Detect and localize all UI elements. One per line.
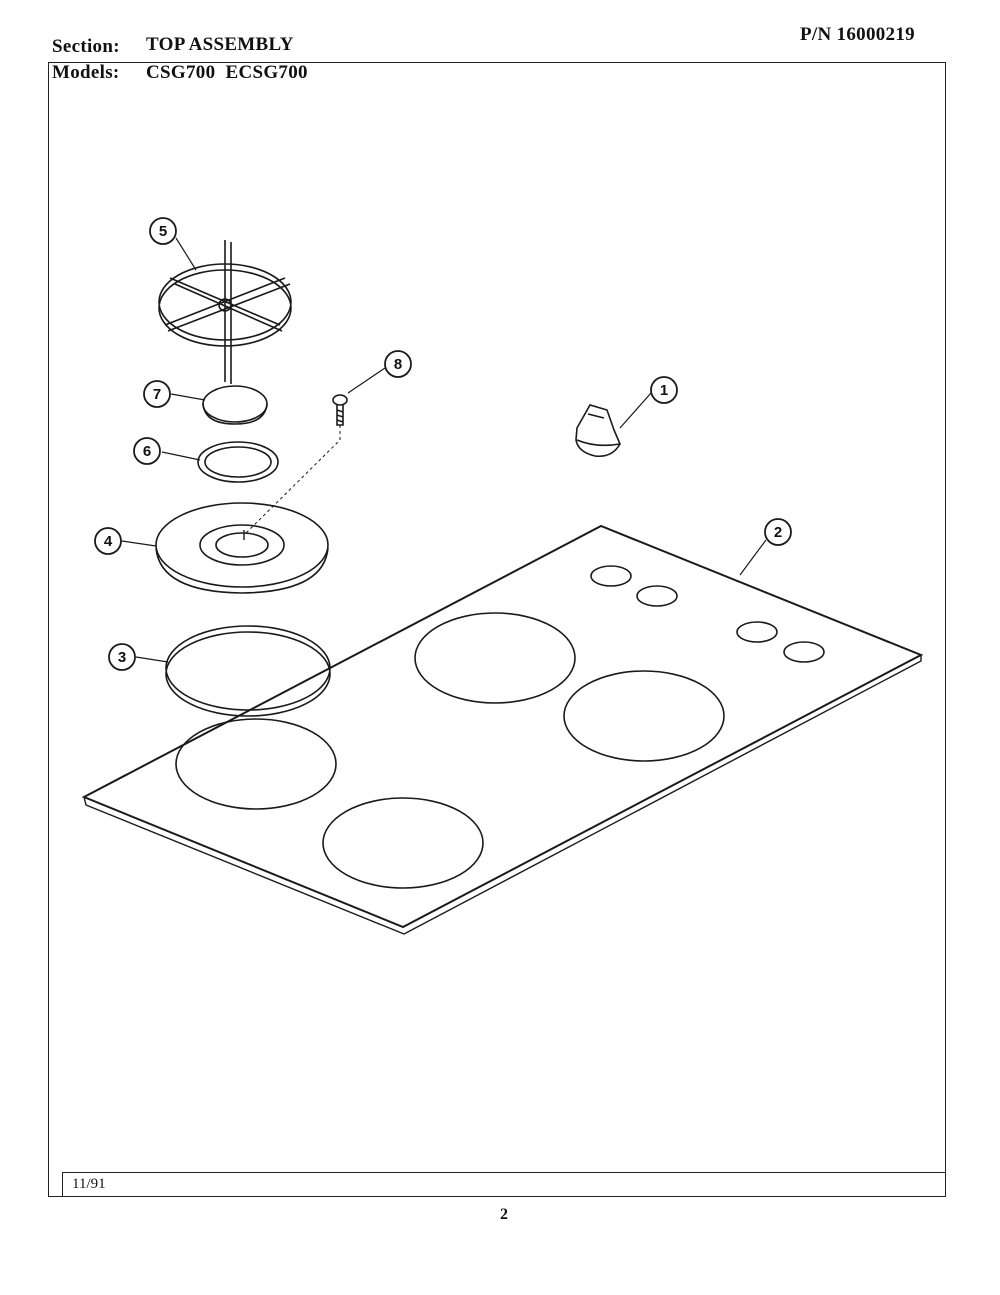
leader-8 bbox=[347, 367, 386, 394]
callout-circle-7 bbox=[143, 380, 171, 408]
control-knob bbox=[575, 404, 621, 458]
knob-hole-1 bbox=[590, 565, 632, 587]
leader-7 bbox=[170, 393, 206, 401]
burner-cap bbox=[202, 385, 268, 425]
diagram-frame bbox=[48, 62, 946, 1197]
callout-label-5: 5 bbox=[159, 223, 167, 240]
burner-grate bbox=[158, 240, 292, 384]
cooktop-panel bbox=[81, 524, 924, 935]
leader-1 bbox=[619, 392, 652, 429]
callout-circle-8 bbox=[384, 350, 412, 378]
leader-6 bbox=[161, 451, 201, 461]
burner-opening-rear-left bbox=[414, 612, 576, 704]
callout-circle-1 bbox=[650, 376, 678, 404]
models-list: CSG700 ECSG700 bbox=[146, 62, 308, 83]
section-label: Section: bbox=[52, 36, 120, 57]
callout-label-6: 6 bbox=[143, 443, 151, 460]
knob-hole-2 bbox=[636, 585, 678, 607]
models-label: Models: bbox=[52, 62, 120, 83]
revision-date: 11/91 bbox=[72, 1176, 106, 1192]
burner-opening-rear-right bbox=[563, 670, 725, 762]
part-number: P/N 16000219 bbox=[800, 24, 915, 45]
trim-ring bbox=[165, 625, 331, 717]
callout-label-1: 1 bbox=[660, 382, 668, 399]
leader-2 bbox=[739, 539, 767, 576]
callout-label-3: 3 bbox=[118, 649, 126, 666]
callout-circle-5 bbox=[149, 217, 177, 245]
callout-label-7: 7 bbox=[153, 386, 161, 403]
callout-circle-2 bbox=[764, 518, 792, 546]
screw bbox=[332, 394, 348, 426]
leader-5 bbox=[175, 237, 197, 271]
footer-divider bbox=[62, 1172, 946, 1173]
burner-ring bbox=[197, 441, 279, 483]
burner-opening-front-right bbox=[322, 797, 484, 889]
leader-3 bbox=[135, 656, 169, 663]
knob-hole-4 bbox=[783, 641, 825, 663]
callout-circle-4 bbox=[94, 527, 122, 555]
assembly-centerline bbox=[243, 425, 341, 536]
page-number: 2 bbox=[500, 1206, 508, 1223]
drip-bowl bbox=[155, 502, 329, 594]
callout-circle-6 bbox=[133, 437, 161, 465]
callout-label-4: 4 bbox=[104, 533, 113, 550]
callout-circle-3 bbox=[108, 643, 136, 671]
burner-opening-front-left bbox=[175, 718, 337, 810]
callout-label-2: 2 bbox=[774, 524, 782, 541]
callout-label-8: 8 bbox=[394, 356, 402, 373]
knob-hole-3 bbox=[736, 621, 778, 643]
section-title: TOP ASSEMBLY bbox=[146, 34, 294, 55]
leader-4 bbox=[121, 540, 157, 547]
footer-divider-left bbox=[62, 1172, 63, 1197]
